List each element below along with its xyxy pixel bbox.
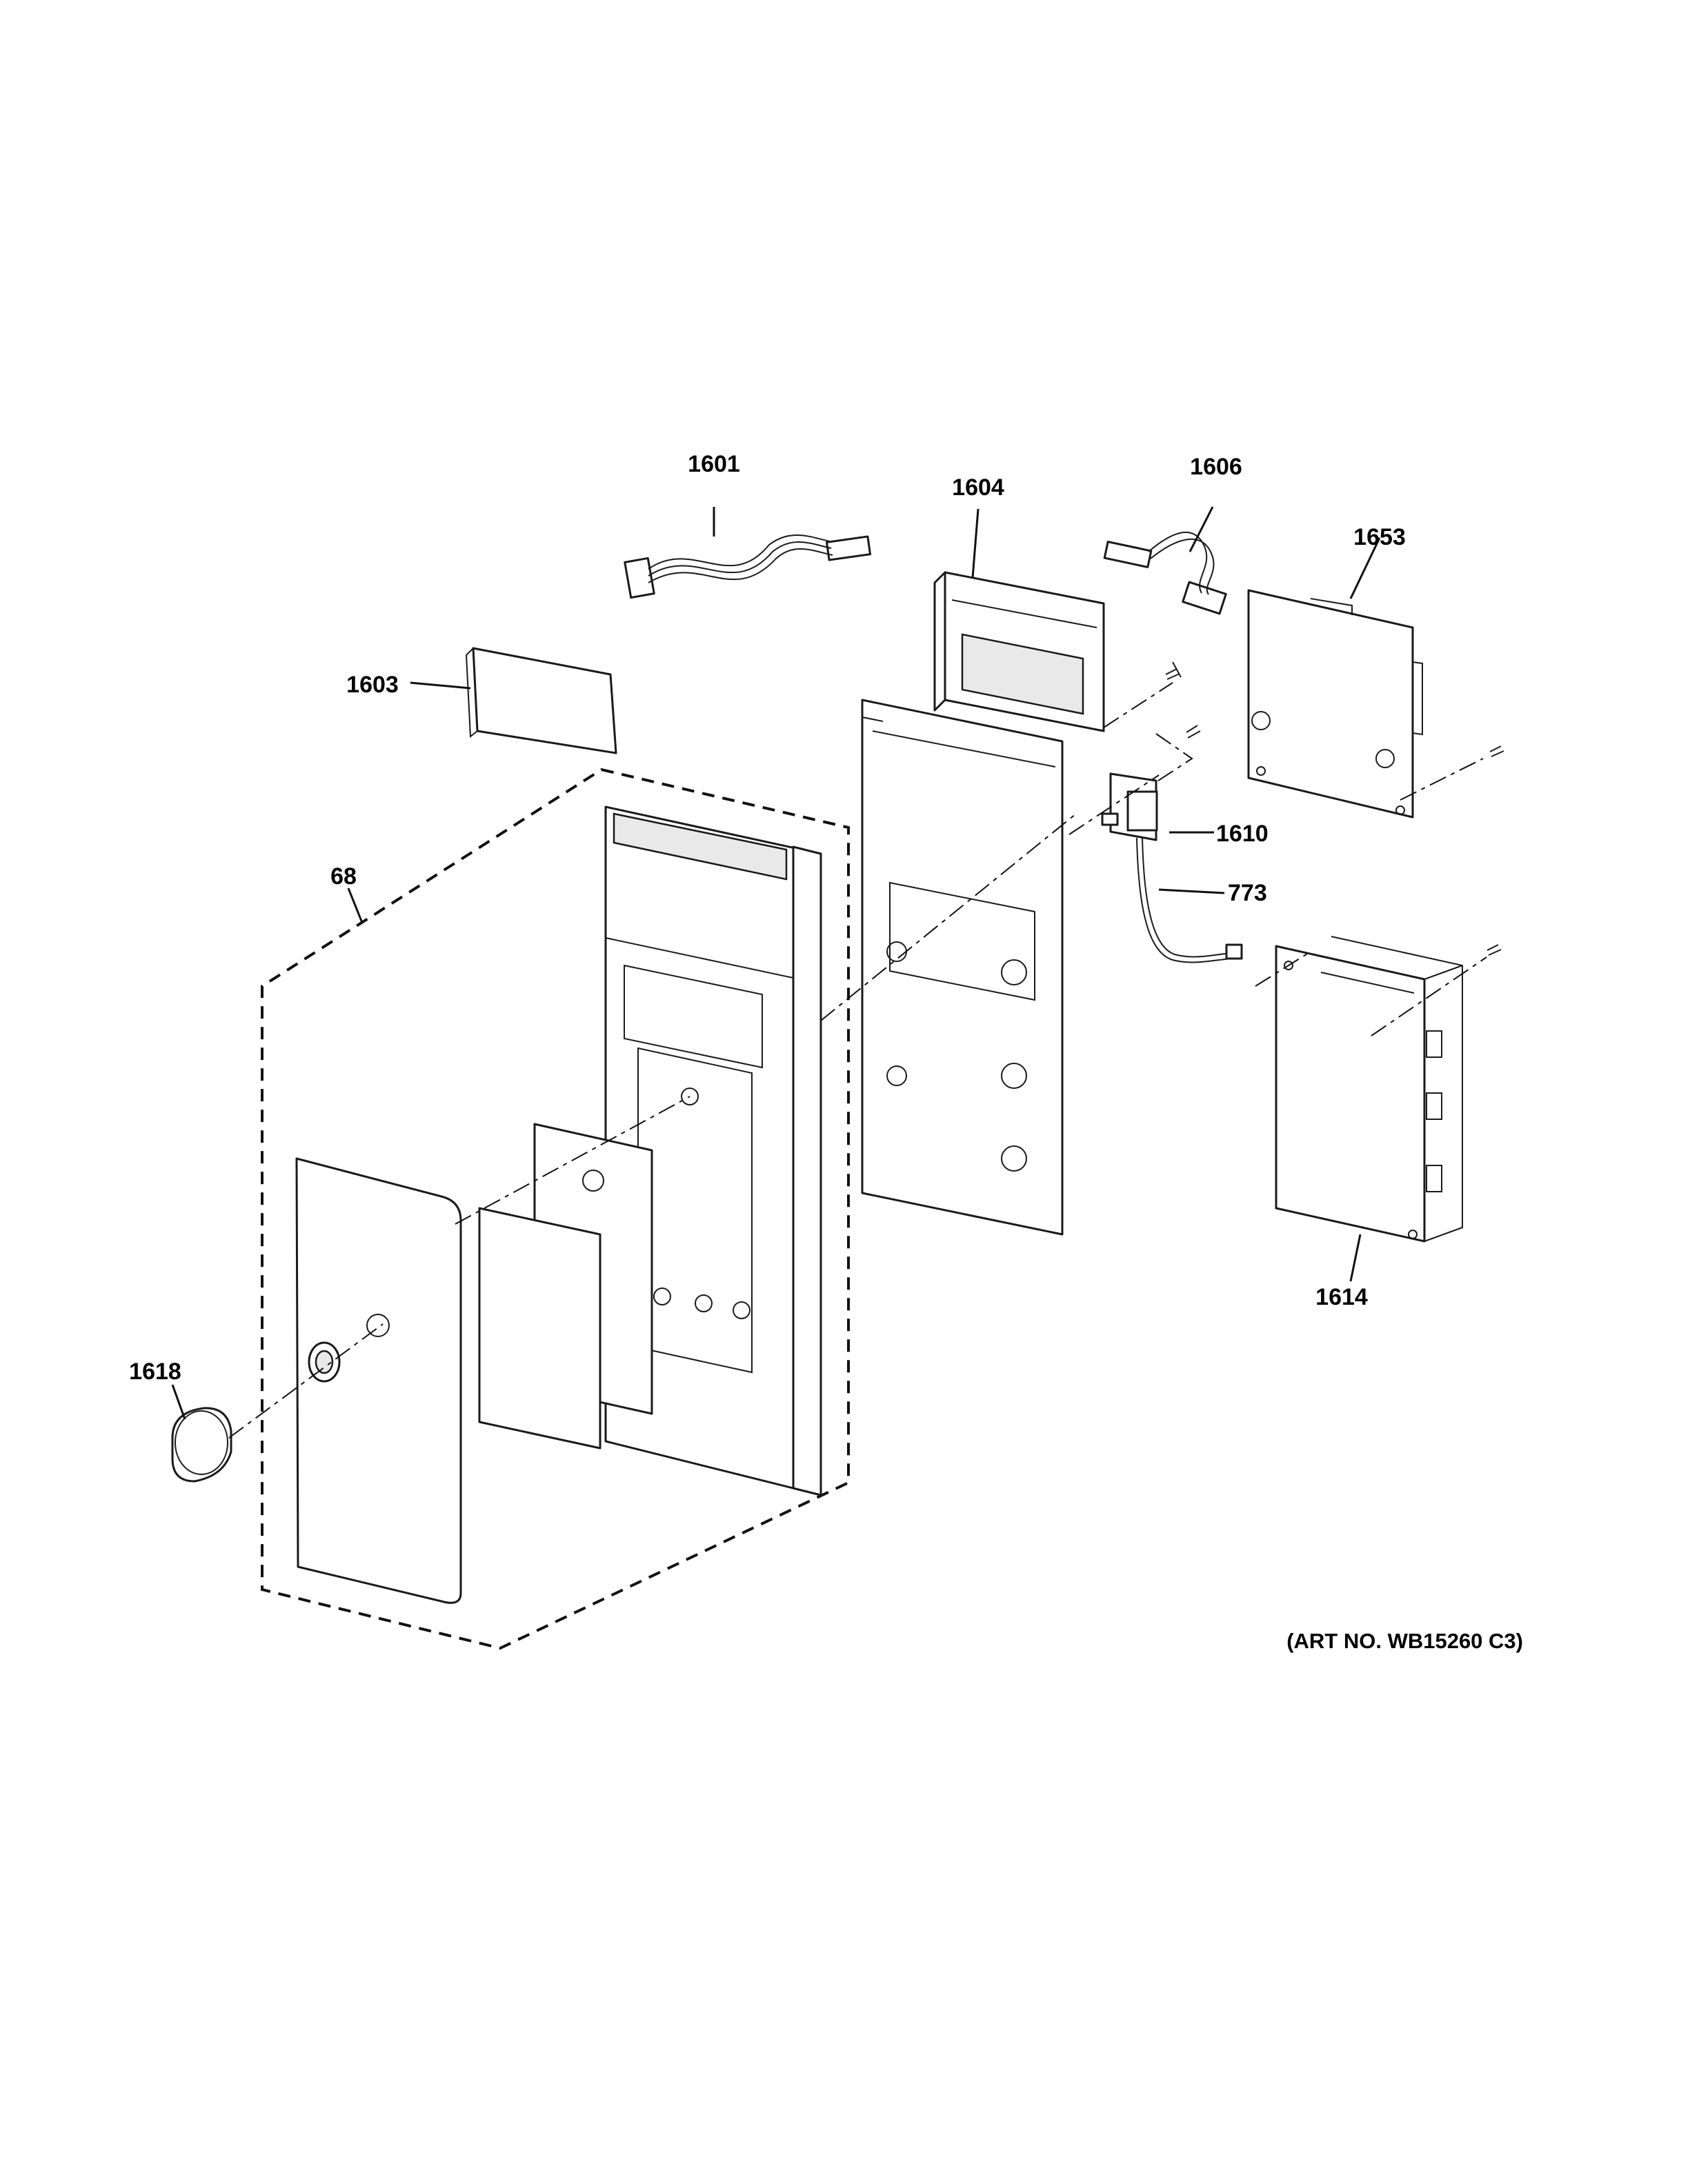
callout-1618: 1618 [129,1359,181,1385]
part-1614-board [1275,936,1463,1243]
callout-773: 773 [1228,880,1267,906]
leader-lines [171,506,1381,1420]
callout-1604: 1604 [952,474,1004,501]
part-1604-display [933,571,1105,732]
part-773-wire [1136,837,1243,963]
art-number: (ART NO. WB15260 C3) [1286,1629,1523,1653]
part-control-panel-housing [604,805,822,1496]
assembly-centerlines [228,682,1487,1439]
part-chassis-frame [861,699,1064,1236]
part-1606-harness [1103,532,1227,615]
part-1603-pad [465,647,617,754]
callout-1610: 1610 [1216,821,1269,847]
part-front-panel [295,1157,462,1604]
assembly-68-boundary [261,768,850,1650]
part-1601-harness [624,534,872,599]
part-1610-switch [1101,772,1158,841]
screws [1165,661,1504,956]
callout-1601: 1601 [688,451,740,477]
callout-1653: 1653 [1353,524,1406,550]
part-backing-plate [478,1207,602,1450]
callout-1614: 1614 [1315,1284,1368,1310]
callout-1603: 1603 [346,672,399,698]
part-grommet [308,1341,341,1383]
part-1618-knob [171,1407,232,1483]
callout-1606: 1606 [1190,454,1242,480]
callout-68: 68 [330,863,357,890]
part-1653-board [1247,589,1423,819]
